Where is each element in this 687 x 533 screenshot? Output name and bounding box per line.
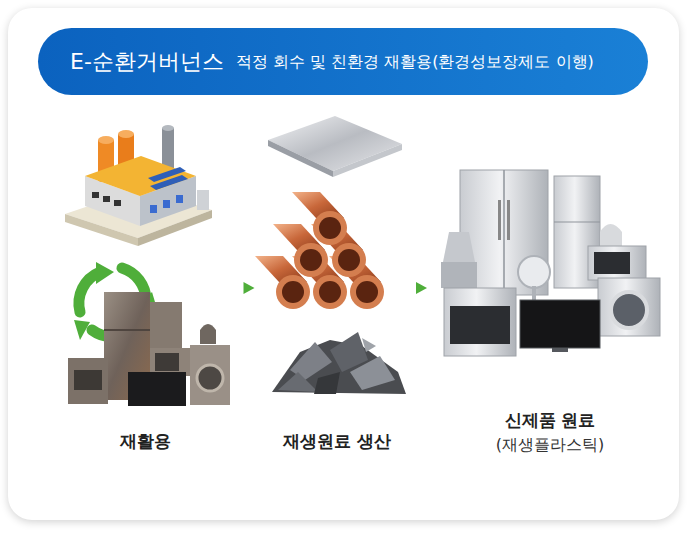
stage-group: 재생원료 생산: [262, 110, 412, 460]
header-title: E-순환거버넌스: [70, 46, 224, 78]
stage-group: 재활용: [55, 120, 235, 460]
header-subtitle: 적정 회수 및 친환경 재활용(환경성보장제도 이행): [236, 50, 594, 73]
stage-caption: (재생플라스틱): [496, 433, 604, 456]
arrow-head: [244, 282, 255, 294]
stage-caption: 신제품 원료: [505, 408, 596, 433]
arrow-head: [416, 282, 427, 294]
flow-arrow: [416, 282, 427, 294]
header-band: E-순환거버넌스 적정 회수 및 친환경 재활용(환경성보장제도 이행): [38, 28, 648, 95]
stage-caption: 재활용: [120, 429, 171, 454]
stage-caption: 재생원료 생산: [283, 429, 391, 454]
flow-arrow: [244, 282, 255, 294]
stage-group: 신제품 원료(재생플라스틱): [430, 150, 670, 462]
